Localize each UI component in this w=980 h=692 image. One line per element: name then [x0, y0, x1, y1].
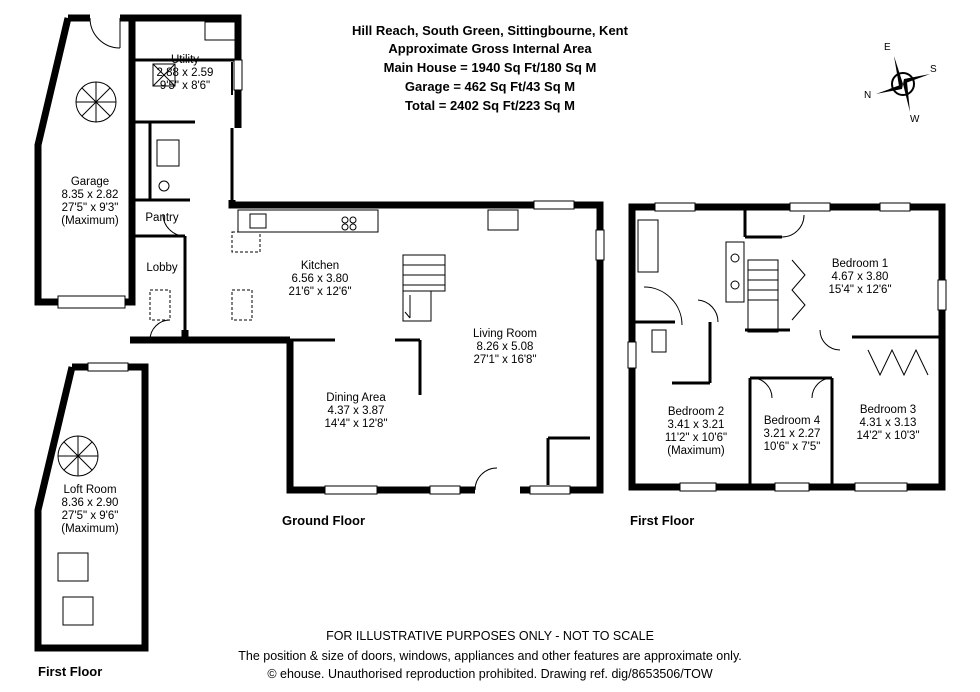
compass-s: S [930, 64, 937, 75]
floor-label-ground: Ground Floor [282, 513, 366, 528]
area-subtitle: Approximate Gross Internal Area [388, 41, 592, 56]
main-house-area: Main House = 1940 Sq Ft/180 Sq M [383, 60, 597, 75]
spiral-stair-garage [75, 81, 117, 123]
loft-walls [34, 363, 149, 652]
floor-label-first: First Floor [630, 513, 695, 528]
compass-icon: E S N W [858, 42, 948, 126]
room-pantry: Pantry [145, 212, 179, 224]
footer-copyright: © ehouse. Unauthorised reproduction proh… [267, 667, 713, 681]
total-area: Total = 2402 Sq Ft/223 Sq M [405, 98, 575, 113]
room-lobby: Lobby [146, 262, 178, 274]
property-address: Hill Reach, South Green, Sittingbourne, … [352, 23, 628, 38]
spiral-stair-loft [57, 435, 99, 477]
compass-rose-icon [876, 56, 930, 112]
stair-ground [402, 254, 446, 322]
footer-disclaimer: FOR ILLUSTRATIVE PURPOSES ONLY - NOT TO … [326, 629, 654, 643]
compass-n: N [864, 90, 872, 101]
compass-e: E [884, 42, 891, 53]
footer-note: The position & size of doors, windows, a… [238, 649, 742, 663]
floor-label-loft: First Floor [38, 664, 103, 679]
compass-w: W [910, 114, 920, 125]
garage-area: Garage = 462 Sq Ft/43 Sq M [404, 79, 576, 94]
